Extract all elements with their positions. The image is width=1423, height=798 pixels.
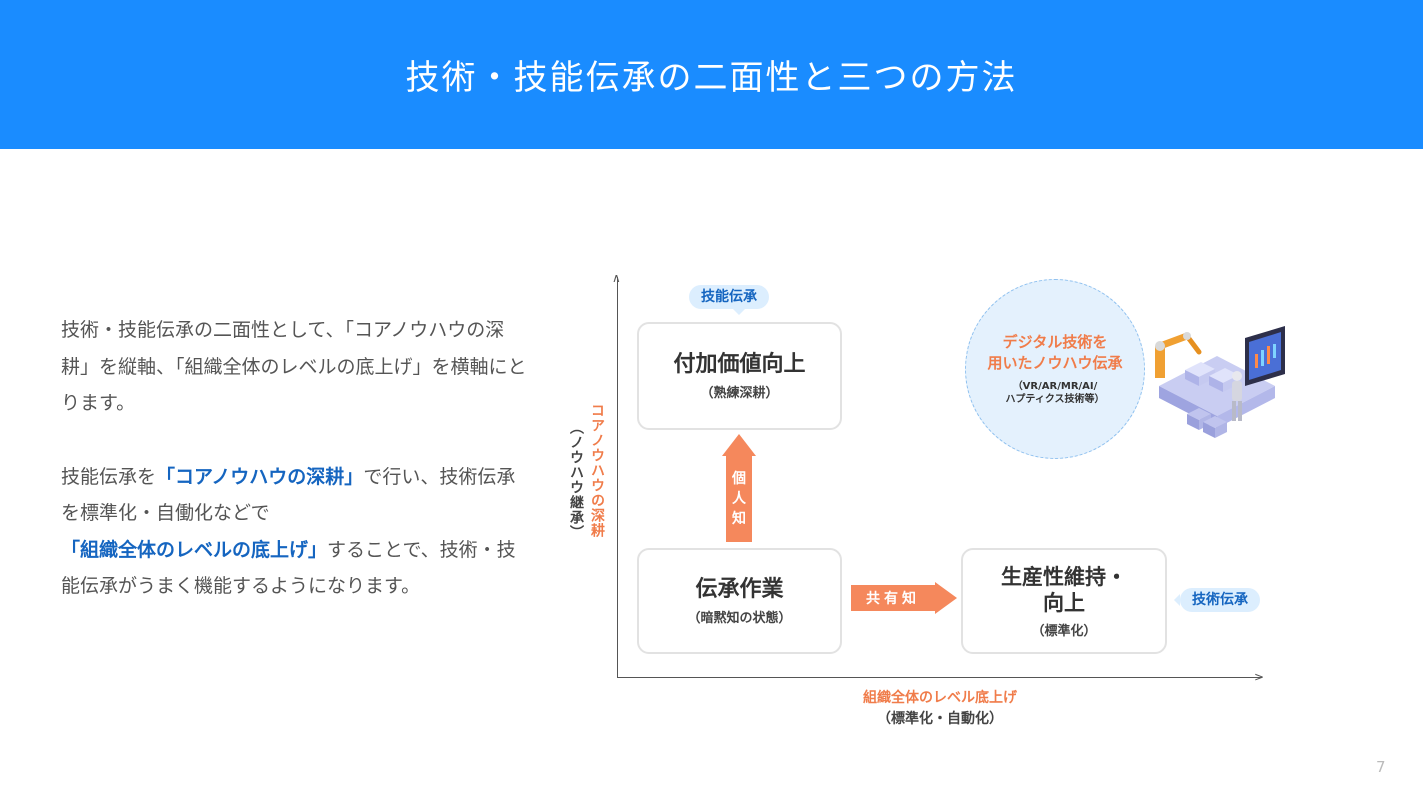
paragraph-1: 技術・技能伝承の二面性として、「コアノウハウの深耕」を縦軸、「組織全体のレベルの…: [61, 319, 527, 414]
digital-transfer-circle: デジタル技術を用いたノウハウ伝承 （VR/AR/MR/AI/ハプティクス技術等）: [965, 279, 1145, 459]
arrow-up-char: 人: [732, 491, 746, 507]
circle-title: デジタル技術を用いたノウハウ伝承: [987, 332, 1122, 374]
skill-transfer-badge: 技能伝承: [689, 285, 769, 315]
page-number: 7: [1376, 758, 1386, 776]
box-title-line-1: 生産性維持・: [1001, 564, 1127, 589]
circle-title-line-2: 用いたノウハウ伝承: [987, 354, 1123, 372]
arrow-up-label: 個 人 知: [726, 456, 752, 542]
factory-robot-illustration-icon: [1155, 326, 1285, 438]
transfer-work-box: 伝承作業 （暗黙知の状態）: [637, 548, 842, 654]
circle-subtitle: （VR/AR/MR/AI/ハプティクス技術等）: [1005, 380, 1104, 406]
p2-highlight-core: 「コアノウハウの深耕」: [156, 465, 364, 488]
shared-knowledge-arrow: 共有知: [851, 582, 959, 614]
y-axis-label: コアノウハウの深耕: [589, 403, 605, 538]
x-axis-line: [617, 677, 1262, 678]
p2-text-c: で行い、技術伝承を標準化・自働化などで: [61, 465, 516, 525]
y-axis-line: [617, 277, 618, 678]
box-title-line-2: 向上: [1043, 590, 1085, 615]
p2-text-a: 技能伝承を: [61, 465, 157, 488]
productivity-box: 生産性維持・向上 （標準化）: [961, 548, 1167, 654]
arrow-up-char: 知: [732, 511, 746, 527]
p2-highlight-org: 「組織全体のレベルの底上げ」: [61, 538, 328, 561]
x-axis-label: 組織全体のレベル底上げ: [863, 690, 1017, 706]
slide-header: 技術・技能伝承の二面性と三つの方法: [0, 0, 1423, 149]
arrow-right-label: 共有知: [851, 585, 935, 611]
circle-sub-line-1: （VR/AR/MR/AI/: [1012, 381, 1098, 392]
box-title: 付加価値向上: [673, 351, 806, 377]
arrow-right-icon: [935, 582, 957, 614]
x-axis-label-group: 組織全体のレベル底上げ （標準化・自動化）: [790, 688, 1090, 730]
p2-text-e: することで、技術・技能伝承がうまく機能するようになります。: [61, 538, 516, 598]
y-axis-sublabel: （ノウハウ継承）: [568, 420, 584, 540]
technology-transfer-badge: 技術伝承: [1174, 588, 1260, 612]
slide-title: 技術・技能伝承の二面性と三つの方法: [405, 58, 1018, 98]
paragraph-2: 技能伝承を「コアノウハウの深耕」で行い、技術伝承を標準化・自働化などで「組織全体…: [61, 459, 531, 605]
body-text: 技術・技能伝承の二面性として、「コアノウハウの深耕」を縦軸、「組織全体のレベルの…: [61, 312, 531, 605]
individual-knowledge-arrow: 個 人 知: [722, 434, 756, 542]
x-axis-sublabel: （標準化・自動化）: [877, 711, 1003, 727]
value-added-box: 付加価値向上 （熟練深耕）: [637, 322, 842, 430]
circle-sub-line-2: ハプティクス技術等）: [1005, 394, 1105, 405]
x-axis-arrow-icon: >: [1254, 670, 1265, 684]
box-subtitle: （熟練深耕）: [700, 385, 779, 401]
arrow-up-char: 個: [732, 471, 746, 487]
box-subtitle: （標準化）: [1031, 623, 1097, 639]
box-subtitle: （暗黙知の状態）: [687, 610, 792, 626]
y-axis-arrow-icon: ∧: [612, 271, 621, 285]
arrow-up-icon: [722, 434, 756, 456]
box-title: 生産性維持・向上: [1001, 564, 1127, 616]
circle-title-line-1: デジタル技術を: [1002, 333, 1108, 351]
box-title: 伝承作業: [695, 576, 784, 602]
